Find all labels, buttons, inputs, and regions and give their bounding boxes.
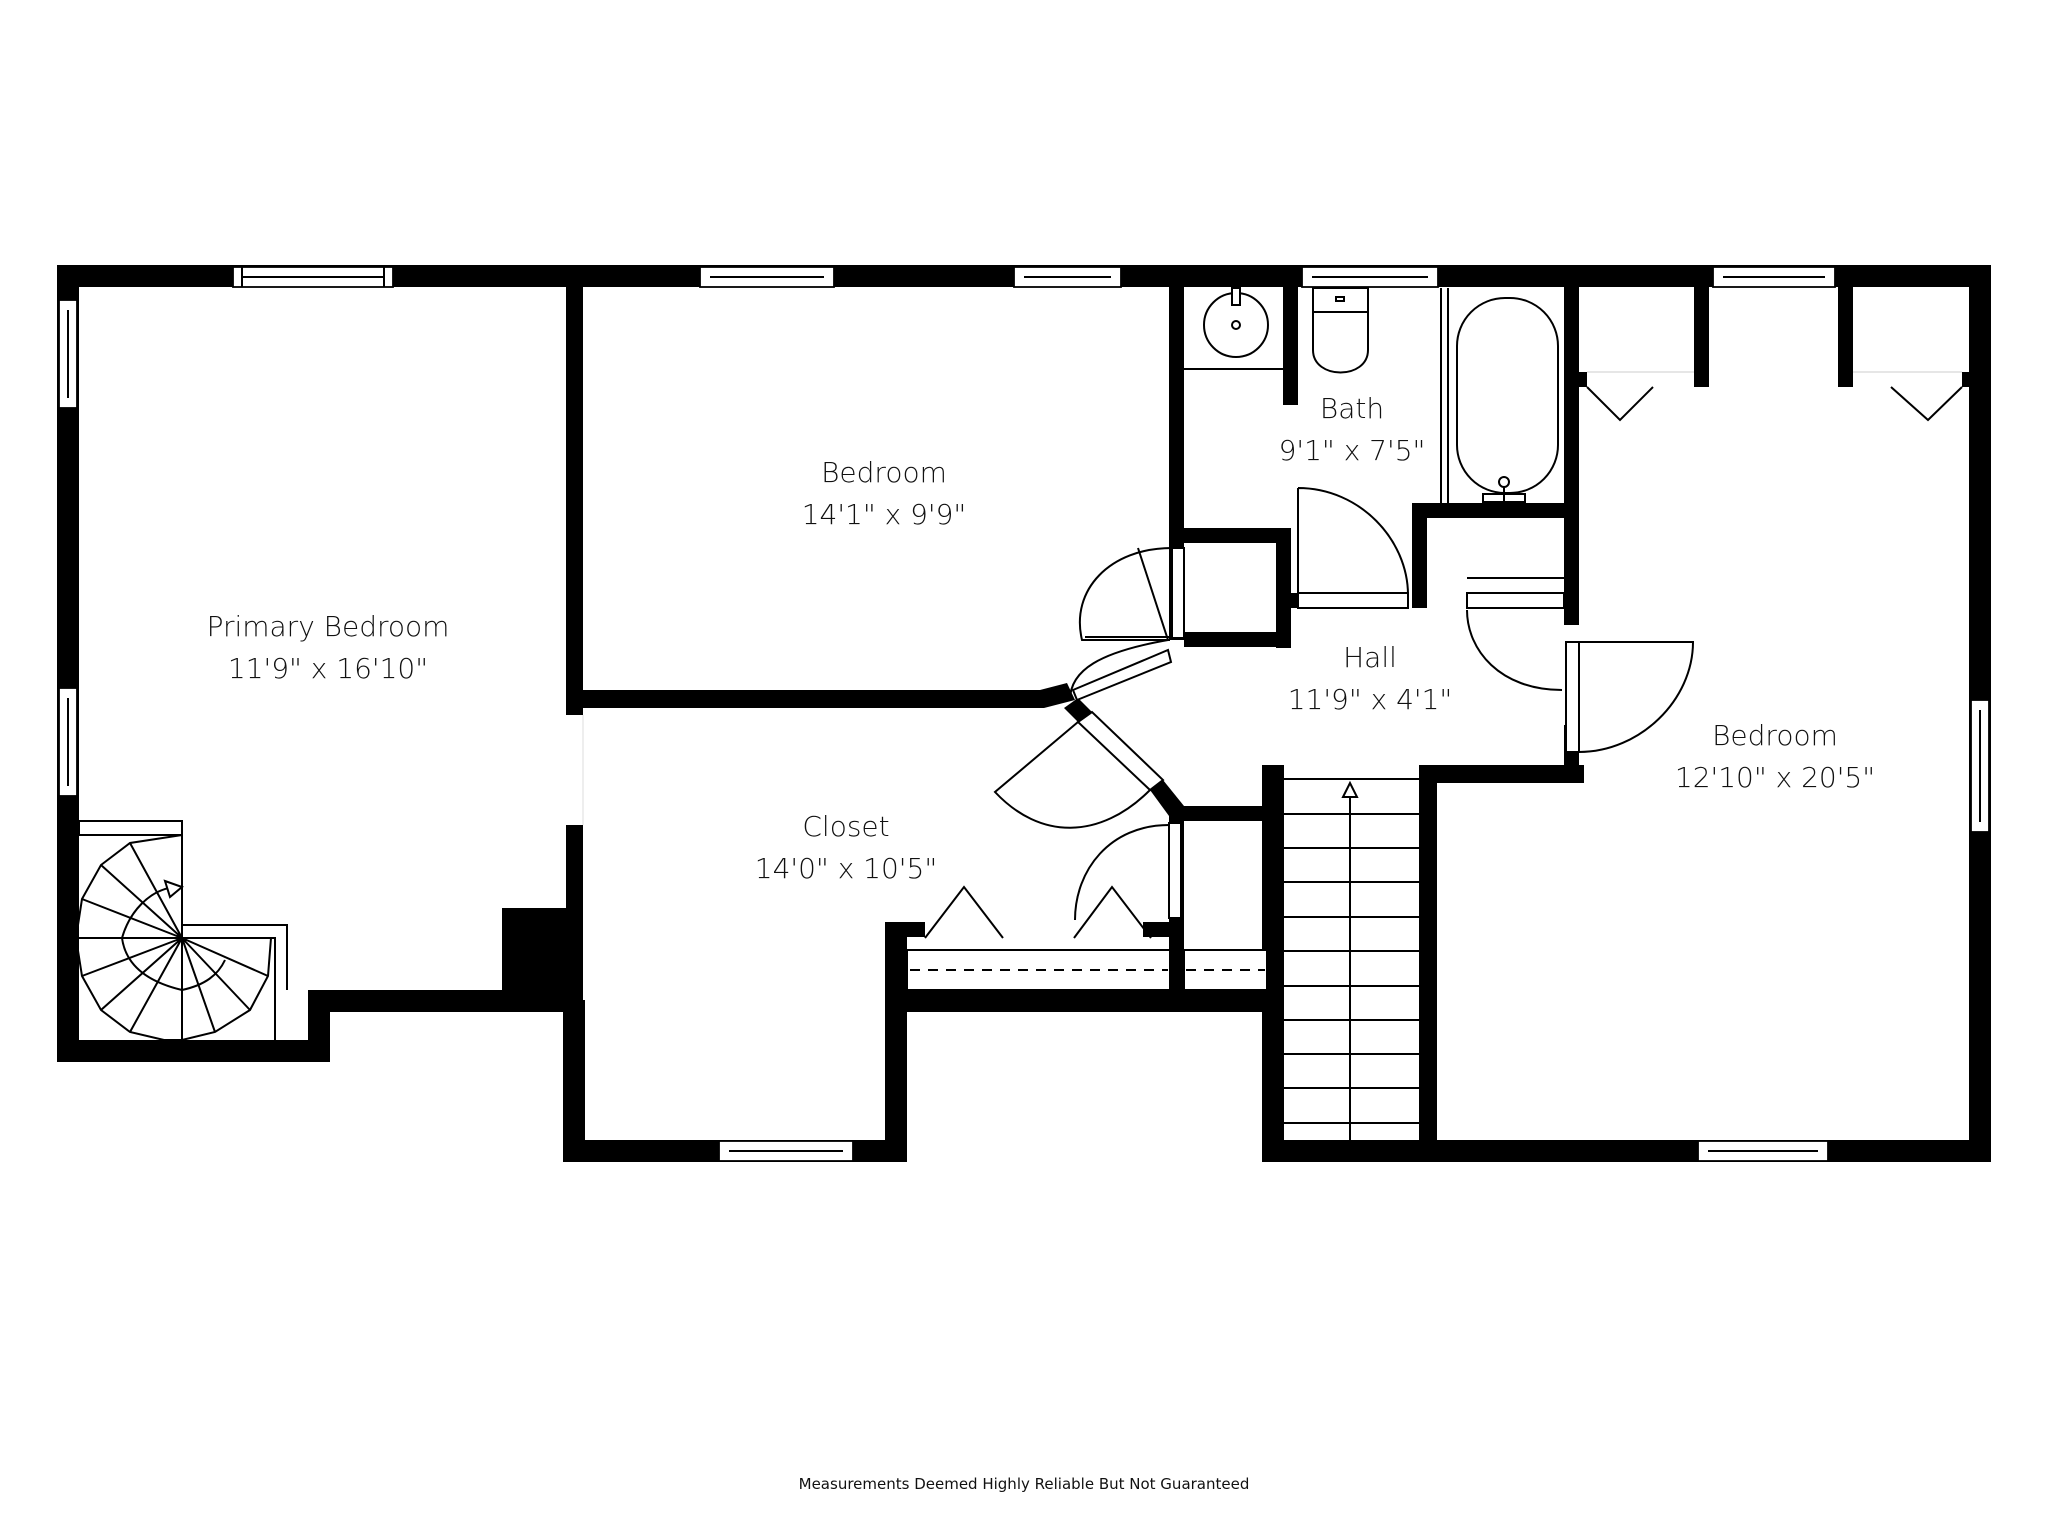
room-label-primary-bedroom: Primary Bedroom 11'9" x 16'10" (207, 606, 450, 690)
spiral-staircase-icon (74, 820, 288, 1041)
room-name: Bedroom (1712, 719, 1838, 752)
closet-door-angled (993, 710, 1165, 829)
window-bedroom-right-side (1970, 699, 1990, 833)
linen-door (1466, 577, 1565, 691)
bath-fixtures (1184, 287, 1559, 503)
room-dimensions: 11'9" x 16'10" (227, 652, 429, 685)
room-name: Bath (1319, 392, 1385, 425)
window-primary-left-2 (58, 687, 78, 797)
window-primary-top (232, 266, 394, 288)
doors (566, 371, 1963, 939)
window-primary-left-1 (58, 299, 78, 409)
window-closet-bottom (718, 1140, 854, 1162)
room-label-closet: Closet 14'0" x 10'5" (755, 806, 937, 890)
window-bedroom-top-2 (1013, 266, 1122, 288)
room-label-bedroom-right: Bedroom 12'10" x 20'5" (1675, 715, 1875, 799)
window-bath-top (1301, 266, 1439, 288)
measurement-disclaimer: Measurements Deemed Highly Reliable But … (798, 1475, 1250, 1493)
room-name: Closet (802, 810, 890, 843)
bath-door (1297, 487, 1409, 609)
bathtub-icon (1440, 288, 1559, 503)
room-label-hall: Hall 11'9" x 4'1" (1288, 637, 1453, 721)
room-name: Primary Bedroom (206, 610, 450, 643)
sink-icon (1184, 287, 1283, 370)
window-bedroom-right-bottom (1697, 1140, 1829, 1162)
closet-door-side (1074, 822, 1182, 921)
room-dimensions: 9'1" x 7'5" (1278, 434, 1426, 467)
straight-staircase-icon (1284, 778, 1419, 1140)
bedroom-door (1069, 547, 1185, 701)
windows (58, 266, 1990, 1162)
bedroom-right-door (1565, 641, 1695, 753)
room-dimensions: 14'0" x 10'5" (754, 852, 938, 885)
room-dimensions: 12'10" x 20'5" (1674, 761, 1876, 794)
room-name: Bedroom (821, 456, 947, 489)
room-label-bedroom-front: Bedroom 14'1" x 9'9" (802, 452, 967, 536)
closet-shelf (906, 949, 1268, 991)
room-label-bath: Bath 9'1" x 7'5" (1279, 388, 1426, 472)
room-dimensions: 11'9" x 4'1" (1287, 683, 1453, 716)
window-bedroom-top-1 (699, 266, 835, 288)
exterior-walls (57, 265, 1991, 1162)
window-bedroom-right-top (1712, 266, 1836, 288)
room-name: Hall (1343, 641, 1397, 674)
toilet-icon (1312, 287, 1369, 374)
room-dimensions: 14'1" x 9'9" (801, 498, 967, 531)
